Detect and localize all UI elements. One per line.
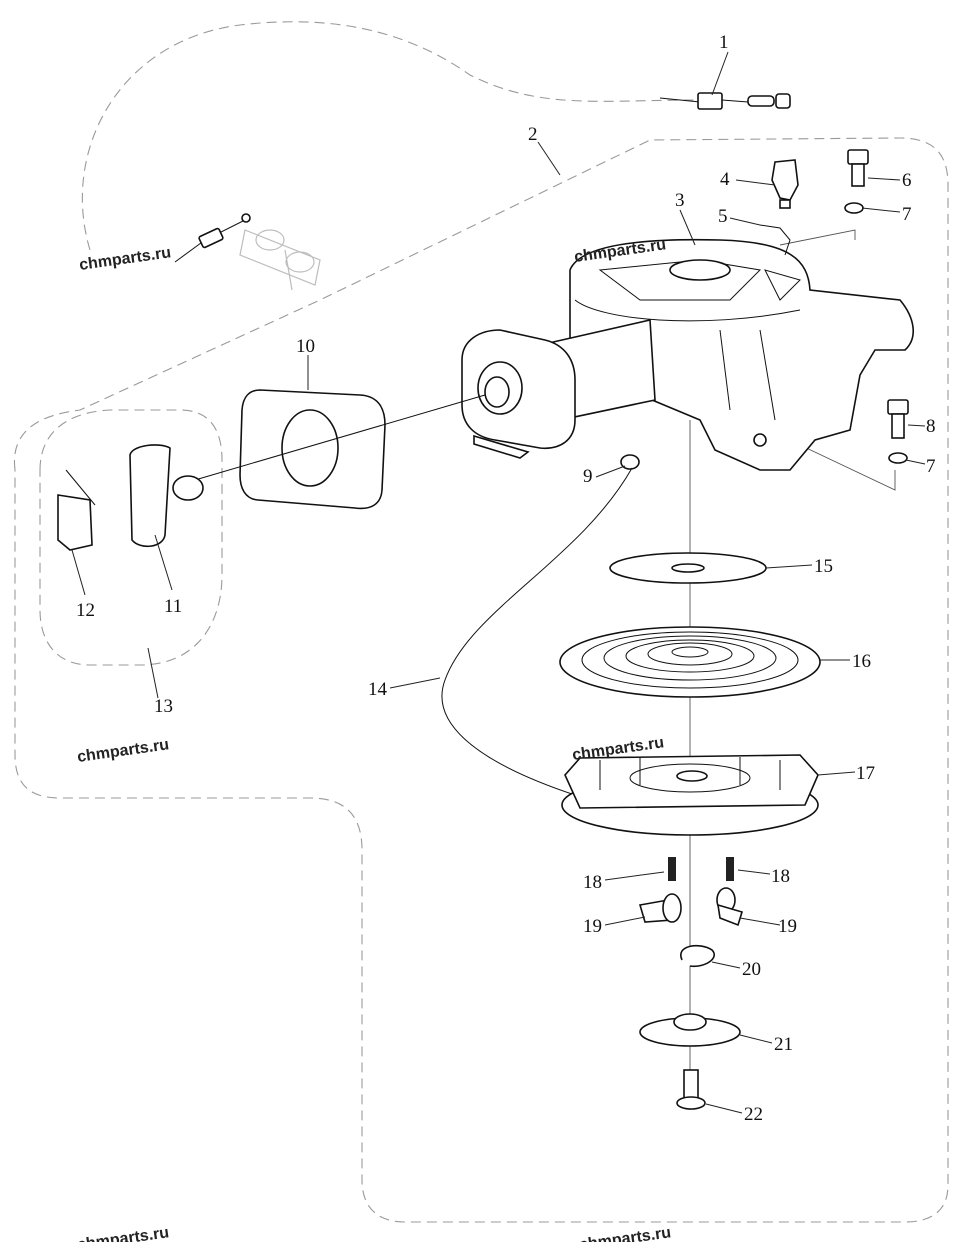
callout-20: 20 bbox=[742, 959, 761, 980]
callout-1: 1 bbox=[719, 32, 729, 53]
part-18-spring-left bbox=[668, 857, 676, 881]
leader-lines bbox=[71, 51, 926, 1114]
watermark-6: chmparts.ru bbox=[578, 1224, 672, 1242]
callout-3: 3 bbox=[675, 190, 685, 211]
part-1-cable-lower bbox=[174, 213, 251, 263]
callout-12: 12 bbox=[76, 600, 95, 621]
callout-7-bottom: 7 bbox=[926, 456, 936, 477]
callout-15: 15 bbox=[814, 556, 833, 577]
part-20-ring bbox=[680, 944, 715, 968]
callout-8: 8 bbox=[926, 416, 936, 437]
part-10-foam-pad bbox=[239, 389, 386, 510]
part-19-pawl-left bbox=[638, 893, 682, 923]
callout-13: 13 bbox=[154, 696, 173, 717]
callout-18-right: 18 bbox=[771, 866, 790, 887]
part-18-spring-right bbox=[726, 857, 734, 881]
starter-rope-line bbox=[194, 394, 486, 481]
group-outline-main bbox=[13, 137, 949, 1223]
callout-9: 9 bbox=[583, 466, 593, 487]
callout-5: 5 bbox=[718, 206, 728, 227]
part-9-grommet bbox=[620, 454, 640, 470]
part-1-cable-end bbox=[659, 92, 791, 110]
callout-4: 4 bbox=[720, 169, 730, 190]
part-7-washer-top bbox=[844, 202, 864, 214]
group-outline-2 bbox=[81, 21, 701, 251]
callout-18-left: 18 bbox=[583, 872, 602, 893]
callout-2: 2 bbox=[528, 124, 538, 145]
callout-19-right: 19 bbox=[778, 916, 797, 937]
part-21-ratchet bbox=[639, 1013, 741, 1047]
callout-11: 11 bbox=[164, 596, 182, 617]
part-8-bolt bbox=[887, 399, 909, 439]
part-22-screw bbox=[676, 1069, 706, 1110]
callout-22: 22 bbox=[744, 1104, 763, 1125]
part-19-pawl-right bbox=[716, 887, 744, 927]
part-17-pulley bbox=[561, 754, 819, 836]
callout-6: 6 bbox=[902, 170, 912, 191]
callout-14: 14 bbox=[368, 679, 388, 700]
ghost-engine-detail bbox=[239, 229, 321, 291]
part-15-disk bbox=[609, 552, 767, 584]
callout-21: 21 bbox=[774, 1034, 793, 1055]
watermark-5: chmparts.ru bbox=[76, 1224, 170, 1242]
leader-6-7 bbox=[779, 229, 856, 246]
watermark-1: chmparts.ru bbox=[78, 244, 172, 274]
callout-16: 16 bbox=[852, 651, 871, 672]
callout-17: 17 bbox=[856, 763, 875, 784]
callout-19-left: 19 bbox=[583, 916, 602, 937]
callout-7-top: 7 bbox=[902, 204, 912, 225]
part-12-clip bbox=[57, 469, 96, 551]
part-4-clip bbox=[771, 159, 799, 209]
part-6-bolt bbox=[847, 149, 869, 187]
callout-10: 10 bbox=[296, 336, 315, 357]
part-11-handle bbox=[129, 444, 204, 548]
part-14-rope bbox=[441, 467, 633, 796]
part-5-spring bbox=[759, 224, 791, 256]
watermark-3: chmparts.ru bbox=[76, 736, 170, 766]
part-3-starter-housing bbox=[569, 238, 914, 471]
part-7-washer-bottom bbox=[888, 452, 908, 464]
rope-guide-arm bbox=[461, 319, 656, 459]
part-16-recoil-spring bbox=[559, 626, 821, 698]
leader-8-7 bbox=[799, 444, 896, 491]
callout-labels: 1 2 3 4 5 6 7 8 7 9 10 11 12 13 14 15 16… bbox=[76, 32, 936, 1125]
